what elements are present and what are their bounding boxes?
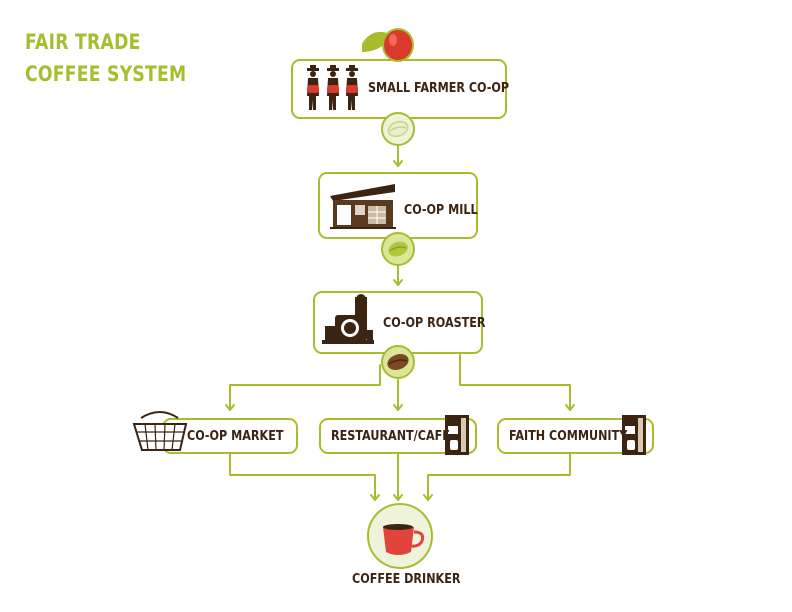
label-coffee-drinker: COFFEE DRINKER — [352, 572, 461, 587]
label-coop-market: CO-OP MARKET — [187, 429, 284, 444]
coffee-cup-icon — [367, 503, 433, 569]
green-coffee-bean-icon — [381, 232, 415, 266]
basket-icon — [132, 411, 188, 451]
espresso-machine-icon — [622, 415, 646, 455]
farmers-icon — [307, 65, 358, 110]
label-restaurant-cafe: RESTAURANT/CAFE — [331, 429, 450, 444]
label-coop-mill: CO-OP MILL — [404, 203, 478, 218]
roaster-machine-icon — [322, 294, 374, 344]
label-small-farmer-coop: SMALL FARMER CO-OP — [368, 81, 510, 96]
label-coop-roaster: CO-OP ROASTER — [383, 316, 486, 331]
page-title: FAIR TRADE COFFEE SYSTEM — [25, 26, 186, 90]
title-line-2: COFFEE SYSTEM — [25, 62, 187, 86]
title-line-1: FAIR TRADE — [25, 30, 141, 54]
roasted-coffee-bean-icon — [381, 345, 415, 379]
mill-building-icon — [330, 184, 396, 229]
label-faith-community: FAITH COMMUNITY — [509, 429, 628, 444]
coffee-cherry-icon — [362, 28, 414, 62]
node-coop-market — [162, 418, 298, 454]
green-coffee-bean-icon — [381, 112, 415, 146]
espresso-machine-icon — [445, 415, 469, 455]
